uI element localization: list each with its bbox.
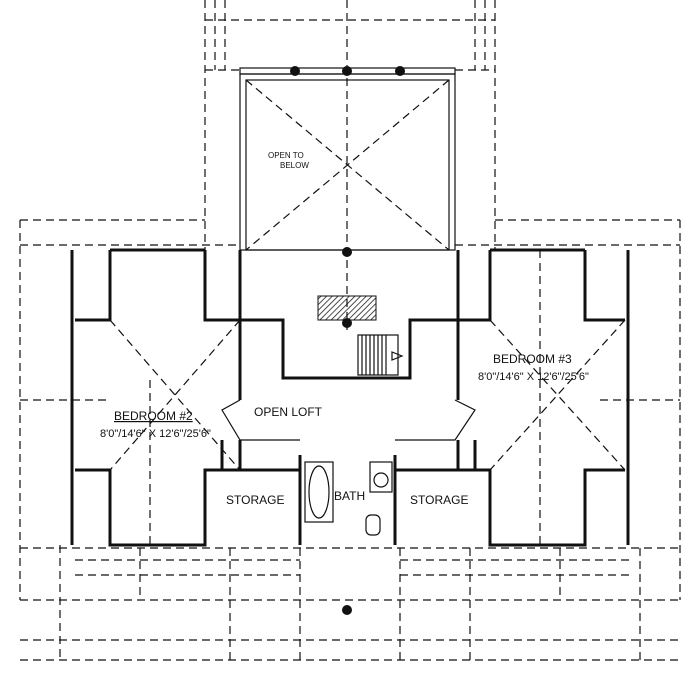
storage-left-label: STORAGE — [226, 493, 284, 507]
bedroom-3-walls — [455, 248, 630, 547]
open-loft-label: OPEN LOFT — [254, 405, 323, 419]
storage-right-label: STORAGE — [410, 493, 468, 507]
bedroom-3-label: BEDROOM #3 — [493, 352, 572, 366]
bedroom-2-dims: 8'0"/14'6" X 12'6"/25'6" — [100, 428, 211, 440]
bedroom-2-label: BEDROOM #2 — [114, 409, 193, 423]
porch-outline — [204, 0, 496, 330]
stair — [357, 334, 404, 376]
bath-fixtures — [298, 455, 397, 545]
bath-label: BATH — [334, 489, 365, 503]
bedroom-2-walls — [70, 248, 242, 547]
bedroom-3-dims: 8'0"/14'6" X 12'6"/25'6" — [478, 371, 589, 383]
loft-walls — [220, 295, 477, 472]
open-to-below-label-1: OPEN TO — [268, 151, 304, 160]
open-to-below-label-2: BELOW — [280, 161, 309, 170]
framing-grid — [19, 219, 681, 661]
